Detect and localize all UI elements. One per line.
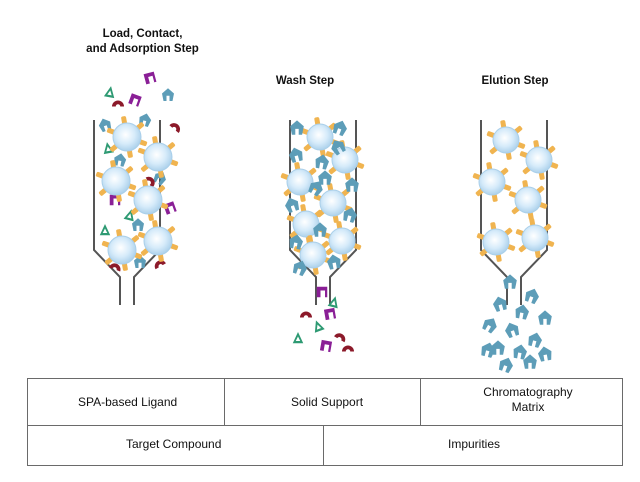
wash-step-title: Wash Step xyxy=(250,74,360,89)
impurity xyxy=(311,319,325,333)
legend-row-2: Target Compound Impurities xyxy=(28,425,622,466)
impurity xyxy=(317,287,328,298)
legend: SPA-based Ligand Solid Support Chromatog… xyxy=(27,378,623,466)
matrix-bead xyxy=(508,180,547,220)
impurity xyxy=(112,101,124,107)
matrix-bead xyxy=(325,140,364,180)
matrix-legend-label: Chromatography Matrix xyxy=(473,385,583,415)
impurity xyxy=(300,312,312,318)
target-compound xyxy=(514,303,530,320)
target-compound xyxy=(331,118,349,136)
impurity xyxy=(169,121,182,133)
target-compound xyxy=(283,195,301,213)
target-compound xyxy=(162,88,174,101)
target-compound xyxy=(523,354,537,368)
elution-step-title: Elution Step xyxy=(455,74,575,89)
target-compound xyxy=(523,286,541,304)
target-compound xyxy=(512,343,528,360)
impurity xyxy=(128,93,141,106)
impurity xyxy=(100,224,111,235)
target-compound xyxy=(497,355,515,373)
target-compound xyxy=(481,315,500,334)
matrix-bead xyxy=(476,222,515,262)
impurity xyxy=(104,85,116,98)
column-contents xyxy=(95,72,558,374)
matrix-bead xyxy=(137,220,178,262)
impurity xyxy=(144,72,157,85)
target-compound xyxy=(132,218,144,231)
legend-support-cell: Solid Support xyxy=(224,379,420,425)
legend-target-cell: Target Compound xyxy=(28,425,323,466)
matrix-bead xyxy=(280,162,319,202)
target-compound xyxy=(491,295,508,312)
wash-column-contents xyxy=(280,117,364,352)
target-compound xyxy=(480,341,497,358)
target-compound xyxy=(503,320,521,338)
target-compound xyxy=(290,120,304,134)
legend-ligand-cell: SPA-based Ligand xyxy=(28,379,224,425)
target-compound xyxy=(537,345,553,362)
matrix-bead xyxy=(515,218,554,258)
ligand-legend-label: SPA-based Ligand xyxy=(78,395,177,410)
impurity xyxy=(342,346,354,352)
impurity xyxy=(324,308,336,320)
impurity xyxy=(320,340,332,352)
impurity xyxy=(334,331,347,342)
impurity xyxy=(293,332,304,343)
target-compound xyxy=(527,331,544,348)
legend-impurities-cell: Impurities xyxy=(323,425,624,466)
target-compound xyxy=(538,310,552,324)
legend-row-1: SPA-based Ligand Solid Support Chromatog… xyxy=(28,379,622,426)
impurities-legend-label: Impurities xyxy=(448,437,500,452)
matrix-bead xyxy=(472,162,511,202)
load-column-contents xyxy=(95,72,182,272)
elution-column-contents xyxy=(472,120,558,374)
load-step-title: Load, Contact, and Adsorption Step xyxy=(55,27,230,57)
legend-matrix-cell: Chromatography Matrix xyxy=(420,379,624,425)
target-compound xyxy=(326,253,342,270)
target-legend-label: Target Compound xyxy=(126,437,221,452)
matrix-bead xyxy=(486,120,525,160)
support-legend-label: Solid Support xyxy=(291,395,363,410)
matrix-bead xyxy=(519,140,558,180)
